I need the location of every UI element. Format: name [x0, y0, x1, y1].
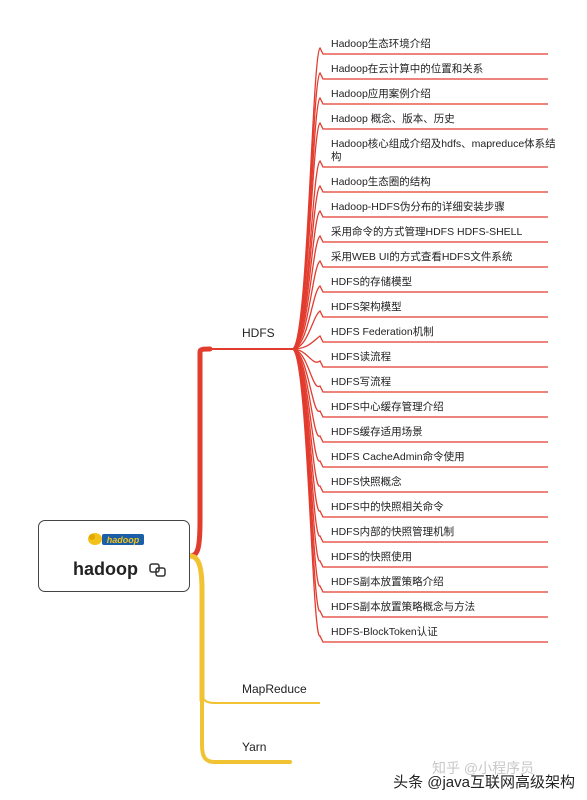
- hdfs-child-12[interactable]: HDFS Federation机制: [331, 326, 434, 338]
- hdfs-child-connector-24: [291, 348, 548, 643]
- link-icon[interactable]: [149, 563, 167, 577]
- hdfs-child-2[interactable]: Hadoop在云计算中的位置和关系: [331, 63, 484, 75]
- hdfs-child-22[interactable]: HDFS副本放置策略介绍: [331, 576, 444, 588]
- hdfs-child-19[interactable]: HDFS中的快照相关命令: [331, 501, 444, 513]
- hdfs-child-connector-8: [291, 235, 548, 350]
- branch-mapreduce[interactable]: MapReduce: [242, 682, 307, 696]
- hdfs-child-16[interactable]: HDFS缓存适用场景: [331, 426, 423, 438]
- hdfs-child-18[interactable]: HDFS快照概念: [331, 476, 402, 488]
- root-node[interactable]: hadoop hadoop: [38, 520, 190, 592]
- hdfs-child-21[interactable]: HDFS的快照使用: [331, 551, 413, 563]
- hdfs-child-5[interactable]: Hadoop核心组成介绍及hdfs、mapreduce体系结构: [331, 138, 556, 163]
- hdfs-child-connector-4: [291, 122, 548, 350]
- hdfs-child-connector-13: [291, 348, 548, 368]
- watermark-zhihu: 知乎 @小程序员: [432, 760, 535, 776]
- hdfs-child-24[interactable]: HDFS-BlockToken认证: [331, 626, 438, 638]
- hdfs-child-13[interactable]: HDFS读流程: [331, 351, 392, 363]
- trunk-lower: [187, 553, 205, 703]
- hdfs-child-connector-18: [291, 348, 548, 493]
- branch-yarn[interactable]: Yarn: [242, 740, 267, 754]
- hdfs-child-3[interactable]: Hadoop应用案例介绍: [331, 88, 431, 100]
- hdfs-child-connector-10: [291, 285, 548, 350]
- hdfs-child-connector-12: [291, 335, 548, 350]
- hdfs-child-17[interactable]: HDFS CacheAdmin命令使用: [331, 451, 465, 463]
- watermark-toutiao: 头条 @java互联网高级架构: [393, 774, 575, 791]
- hdfs-child-connector-14: [291, 348, 548, 393]
- hdfs-child-1[interactable]: Hadoop生态环境介绍: [331, 38, 431, 50]
- trunk-hdfs: [187, 346, 213, 559]
- hdfs-child-6[interactable]: Hadoop生态圈的结构: [331, 176, 431, 188]
- hdfs-child-10[interactable]: HDFS的存储模型: [331, 276, 413, 288]
- branch-hdfs[interactable]: HDFS: [242, 326, 275, 340]
- hadoop-elephant-logo: hadoop: [88, 533, 144, 545]
- hdfs-child-connector-11: [291, 310, 548, 350]
- hdfs-child-20[interactable]: HDFS内部的快照管理机制: [331, 526, 455, 538]
- hdfs-child-7[interactable]: Hadoop-HDFS伪分布的详细安装步骤: [331, 201, 505, 213]
- connector-mapreduce: [201, 689, 320, 704]
- hdfs-child-14[interactable]: HDFS写流程: [331, 376, 392, 388]
- hdfs-child-11[interactable]: HDFS架构模型: [331, 301, 402, 313]
- hdfs-child-connector-9: [291, 260, 548, 350]
- hdfs-child-9[interactable]: 采用WEB UI的方式查看HDFS文件系统: [331, 251, 513, 263]
- hdfs-child-23[interactable]: HDFS副本放置策略概念与方法: [331, 601, 476, 613]
- hdfs-child-8[interactable]: 采用命令的方式管理HDFS HDFS-SHELL: [331, 226, 523, 238]
- connector-yarn: [200, 698, 292, 764]
- hdfs-child-15[interactable]: HDFS中心缓存管理介绍: [331, 401, 444, 413]
- hdfs-child-connector-7: [291, 210, 548, 350]
- hdfs-child-4[interactable]: Hadoop 概念、版本、历史: [331, 113, 455, 125]
- root-title: hadoop: [73, 559, 138, 579]
- logo-text: hadoop: [107, 535, 140, 545]
